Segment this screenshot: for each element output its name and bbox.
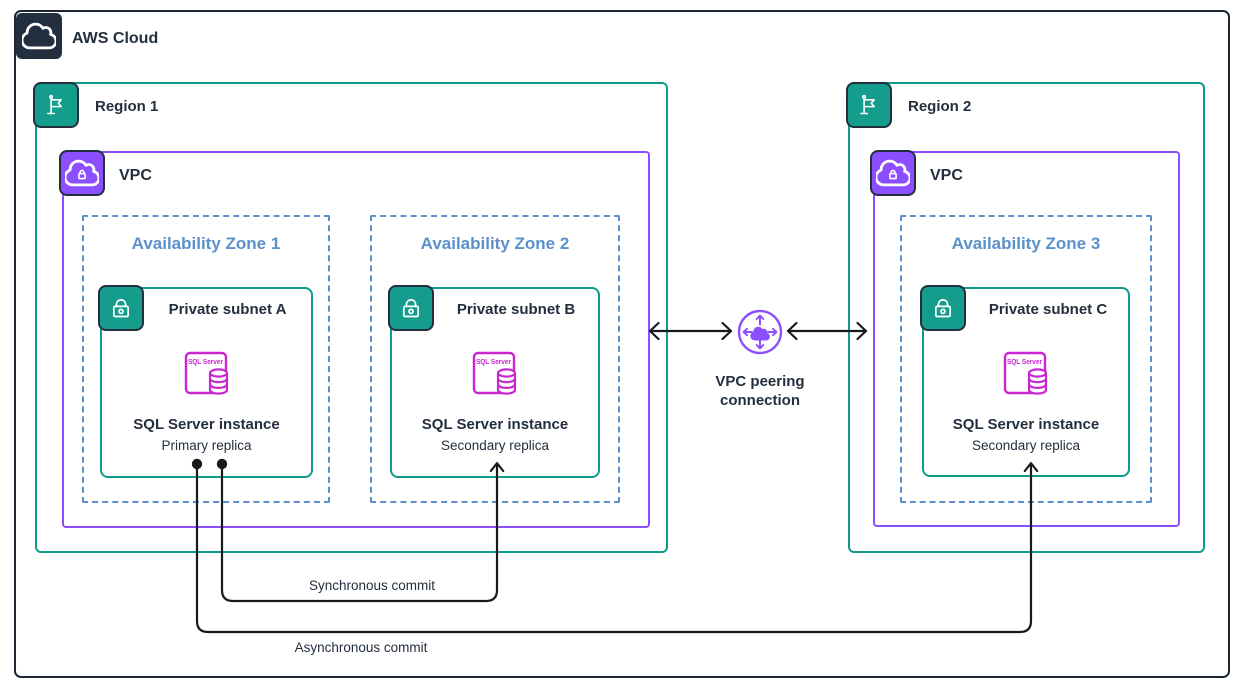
region1-flag-icon [33, 82, 79, 128]
subnetA-replica-label: Primary replica [161, 438, 252, 453]
subnetA-lock-icon [98, 285, 144, 331]
subnetC-replica-label: Secondary replica [971, 438, 1081, 453]
sync-commit-label: Synchronous commit [308, 578, 436, 593]
region2-vpc-label: VPC [930, 167, 963, 184]
subnetA-label: Private subnet A [168, 301, 287, 318]
az3-label: Availability Zone 3 [951, 234, 1101, 253]
az2-label: Availability Zone 2 [420, 234, 570, 253]
vpc-peering-label-line1: VPC peering [715, 373, 805, 390]
subnetB-sql-server-icon: SQL Server [472, 349, 520, 399]
subnetB-sql-badge-text: SQL Server [476, 357, 511, 366]
aws-cloud-container [14, 10, 1230, 678]
subnetA-sql-server-icon: SQL Server [184, 349, 232, 399]
subnetC-label: Private subnet C [988, 301, 1108, 318]
region2-label: Region 2 [908, 98, 972, 115]
aws-cloud-icon [16, 13, 62, 59]
aws-cloud-label: AWS Cloud [72, 30, 159, 47]
subnetC-sql-badge-text: SQL Server [1007, 357, 1042, 366]
region1-vpc-label: VPC [119, 167, 152, 184]
async-commit-label: Asynchronous commit [294, 640, 428, 655]
az1-label: Availability Zone 1 [131, 234, 281, 253]
subnetB-lock-icon [388, 285, 434, 331]
vpc-peering-icon [737, 309, 783, 355]
subnetB-replica-label: Secondary replica [440, 438, 550, 453]
region1-label: Region 1 [95, 98, 159, 115]
subnetB-instance-label: SQL Server instance [421, 416, 569, 433]
vpc-peering-label-line2: connection [719, 392, 800, 409]
subnetA-instance-label: SQL Server instance [133, 416, 280, 433]
region2-flag-icon [846, 82, 892, 128]
subnetA-sql-badge-text: SQL Server [188, 357, 223, 366]
region2-vpc-icon [870, 150, 916, 196]
region1-vpc-icon [59, 150, 105, 196]
subnetC-lock-icon [920, 285, 966, 331]
subnetC-sql-server-icon: SQL Server [1003, 349, 1051, 399]
vpc-peering-label: VPC peering connection [690, 372, 830, 410]
subnetB-label: Private subnet B [456, 301, 576, 318]
subnetC-instance-label: SQL Server instance [952, 416, 1100, 433]
